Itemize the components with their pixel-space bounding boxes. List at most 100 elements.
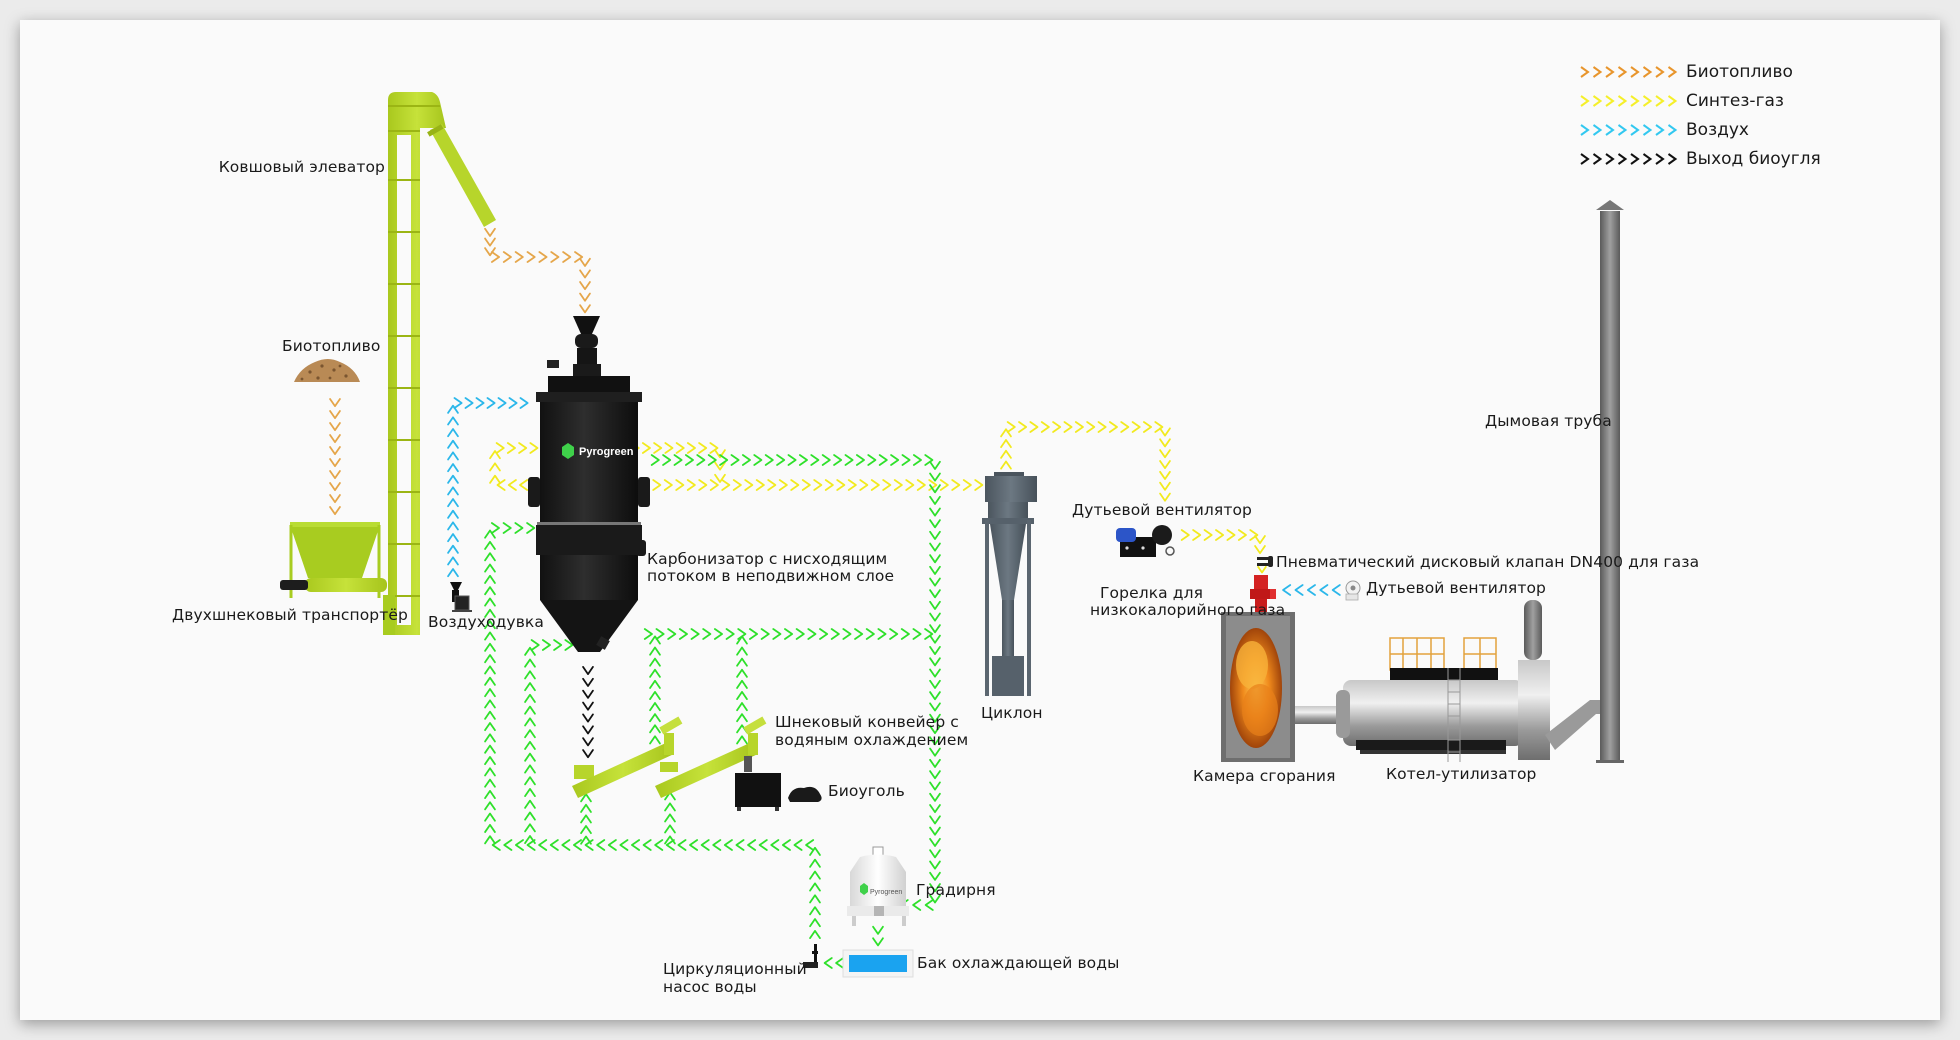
syngas-flow-arrow — [859, 479, 869, 491]
water-flow-arrow — [929, 747, 941, 757]
syngas-flow-arrow — [974, 479, 984, 491]
syngas-flow-arrow — [489, 450, 501, 460]
legend-label: Воздух — [1686, 120, 1749, 140]
label-cooling-tank: Бак охлаждающей воды — [917, 954, 1120, 972]
water-flow-arrow — [736, 713, 748, 723]
water-flow-arrow — [712, 839, 722, 851]
water-flow-arrow — [809, 906, 821, 916]
water-flow-arrow — [809, 846, 821, 856]
water-flow-arrow — [678, 628, 688, 640]
syngas-flow-arrow — [686, 479, 696, 491]
water-flow-arrow — [741, 454, 751, 466]
syngas-flow-arrow — [1180, 529, 1190, 541]
air-flow-arrow — [447, 544, 459, 554]
air-flow-arrow — [1294, 584, 1304, 596]
biofuel-flow-arrow — [514, 251, 524, 263]
water-flow-arrow — [524, 788, 536, 798]
air-flow-arrow — [447, 404, 459, 414]
air-flow-arrow — [447, 556, 459, 566]
water-flow-arrow — [689, 839, 699, 851]
water-flow-arrow — [607, 839, 617, 851]
syngas-flow-arrow — [652, 479, 662, 491]
biofuel-flow-arrow — [562, 251, 572, 263]
syngas-flow-arrow — [518, 442, 528, 454]
air-flow-arrow — [453, 397, 463, 409]
water-flow-arrow — [912, 628, 922, 640]
label-cyclone: Циклон — [981, 704, 1043, 722]
water-flow-arrow — [707, 454, 717, 466]
water-flow-arrow — [484, 631, 496, 641]
legend-item-biofuel: Биотопливо — [1575, 60, 1793, 84]
water-flow-arrow — [776, 454, 786, 466]
water-flow-arrow — [524, 811, 536, 821]
water-flow-arrow — [524, 682, 536, 692]
biochar-flow-arrow — [582, 665, 594, 675]
syngas-flow-arrow — [714, 449, 726, 459]
water-flow-arrow — [524, 776, 536, 786]
water-flow-arrow — [580, 814, 592, 824]
air-flow-arrow — [1306, 584, 1316, 596]
water-flow-arrow — [929, 472, 941, 482]
water-flow-arrow — [719, 454, 729, 466]
syngas-flow-arrow — [951, 479, 961, 491]
water-flow-arrow — [772, 628, 782, 640]
water-flow-arrow — [524, 646, 536, 656]
water-flow-arrow — [650, 454, 660, 466]
label-bucket-elevator: Ковшовый элеватор — [218, 158, 385, 176]
water-flow-arrow — [690, 628, 700, 640]
water-flow-arrow — [484, 563, 496, 573]
legend-item-syngas: Синтез-газ — [1575, 89, 1784, 113]
water-flow-arrow — [929, 883, 941, 893]
water-flow-arrow — [514, 522, 524, 534]
air-flow-arrow — [1331, 584, 1341, 596]
legend-chevron — [1642, 124, 1653, 136]
biochar-flow-arrow — [582, 737, 594, 747]
water-flow-arrow — [821, 454, 831, 466]
biochar-flow-arrow — [582, 701, 594, 711]
water-flow-arrow — [484, 676, 496, 686]
air-flow-arrow — [486, 397, 496, 409]
syngas-flow-arrow — [1063, 421, 1073, 433]
water-flow-arrow — [723, 839, 733, 851]
syngas-flow-arrow — [506, 442, 516, 454]
syngas-flow-arrow — [1159, 470, 1171, 480]
water-flow-arrow — [929, 713, 941, 723]
syngas-flow-arrow — [663, 479, 673, 491]
chimney — [1596, 200, 1624, 763]
air-flow-arrow — [447, 463, 459, 473]
legend-chevron — [1630, 66, 1640, 78]
circulation-pump — [803, 944, 818, 968]
biochar-flow-arrow — [582, 689, 594, 699]
air-blower — [450, 582, 472, 612]
water-flow-arrow — [484, 552, 496, 562]
water-flow-arrow — [524, 705, 536, 715]
water-flow-arrow — [677, 839, 687, 851]
water-flow-arrow — [736, 635, 748, 645]
label-combustion-chamber: Камера сгорания — [1193, 767, 1336, 785]
syngas-flow-arrow — [801, 479, 811, 491]
biofuel-flow-arrow — [484, 227, 496, 237]
water-flow-arrow — [484, 778, 496, 788]
water-flow-arrow — [929, 624, 941, 634]
biochar-flow-arrow — [582, 725, 594, 735]
syngas-arrow-icon — [1580, 95, 1678, 107]
water-flow-arrow — [736, 668, 748, 678]
label-blower-fan-1: Дутьевой вентилятор — [1072, 501, 1252, 519]
legend-chevron — [1605, 124, 1615, 136]
water-flow-arrow — [484, 642, 496, 652]
legend-chevron — [1580, 66, 1590, 78]
syngas-flow-arrow — [1159, 438, 1171, 448]
water-flow-arrow — [524, 729, 536, 739]
water-flow-arrow — [580, 835, 592, 845]
brand-logo-text: Pyrogreen — [579, 446, 634, 458]
syngas-flow-arrow — [1159, 481, 1171, 491]
water-flow-arrow — [809, 894, 821, 904]
label-burner-2: низкокалорийного газа — [1090, 601, 1286, 619]
biofuel-flow-arrow — [574, 251, 584, 263]
biofuel-flow-arrow — [579, 281, 591, 291]
syngas-flow-arrow — [1249, 529, 1259, 541]
label-biofuel: Биотопливо — [282, 337, 381, 355]
legend-chevron — [1605, 95, 1615, 107]
flow-arrows — [329, 227, 1341, 969]
water-flow-arrow — [524, 823, 536, 833]
